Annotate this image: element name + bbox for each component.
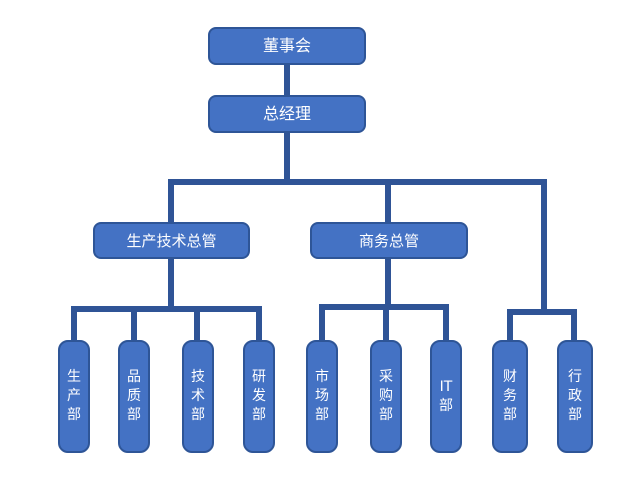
connector-drop-purchasing-dept [383,310,389,340]
org-node-admin-dept: 行政部 [557,340,593,453]
org-node-finance-dept: 财务部 [492,340,528,453]
org-node-general-manager: 总经理 [208,95,366,133]
org-node-production-dept: 生产部 [58,340,90,453]
connector-gm-to-top-spine [284,133,290,180]
connector-left-spine [71,306,262,312]
org-node-quality-dept: 品质部 [118,340,150,453]
org-node-business-director: 商务总管 [310,222,468,259]
org-node-purchasing-dept: 采购部 [370,340,402,453]
connector-drop-quality-dept [131,312,137,340]
connector-production-director-to-left-spine [168,259,174,306]
org-node-technology-dept: 技术部 [182,340,214,453]
connector-drop-production-dept [71,312,77,340]
connector-drop-it-dept [443,310,449,340]
connector-right-spine [507,309,577,315]
connector-spine-to-direct-departments [541,185,547,315]
org-node-production-tech-director: 生产技术总管 [93,222,250,259]
connector-top-spine [168,179,547,185]
connector-mid-spine [319,304,449,310]
connector-drop-finance-dept [507,315,513,340]
connector-drop-admin-dept [571,315,577,340]
connector-business-director-to-mid-spine [385,259,391,304]
org-node-rd-dept: 研发部 [243,340,275,453]
connector-spine-to-production-director [168,185,174,222]
connector-drop-rd-dept [256,312,262,340]
connector-drop-technology-dept [194,312,200,340]
org-node-board: 董事会 [208,27,366,65]
connector-spine-to-business-director [385,185,391,222]
org-node-marketing-dept: 市场部 [306,340,338,453]
connector-drop-marketing-dept [319,310,325,340]
connector-board-to-gm [284,65,290,95]
org-node-it-dept: IT部 [430,340,462,453]
